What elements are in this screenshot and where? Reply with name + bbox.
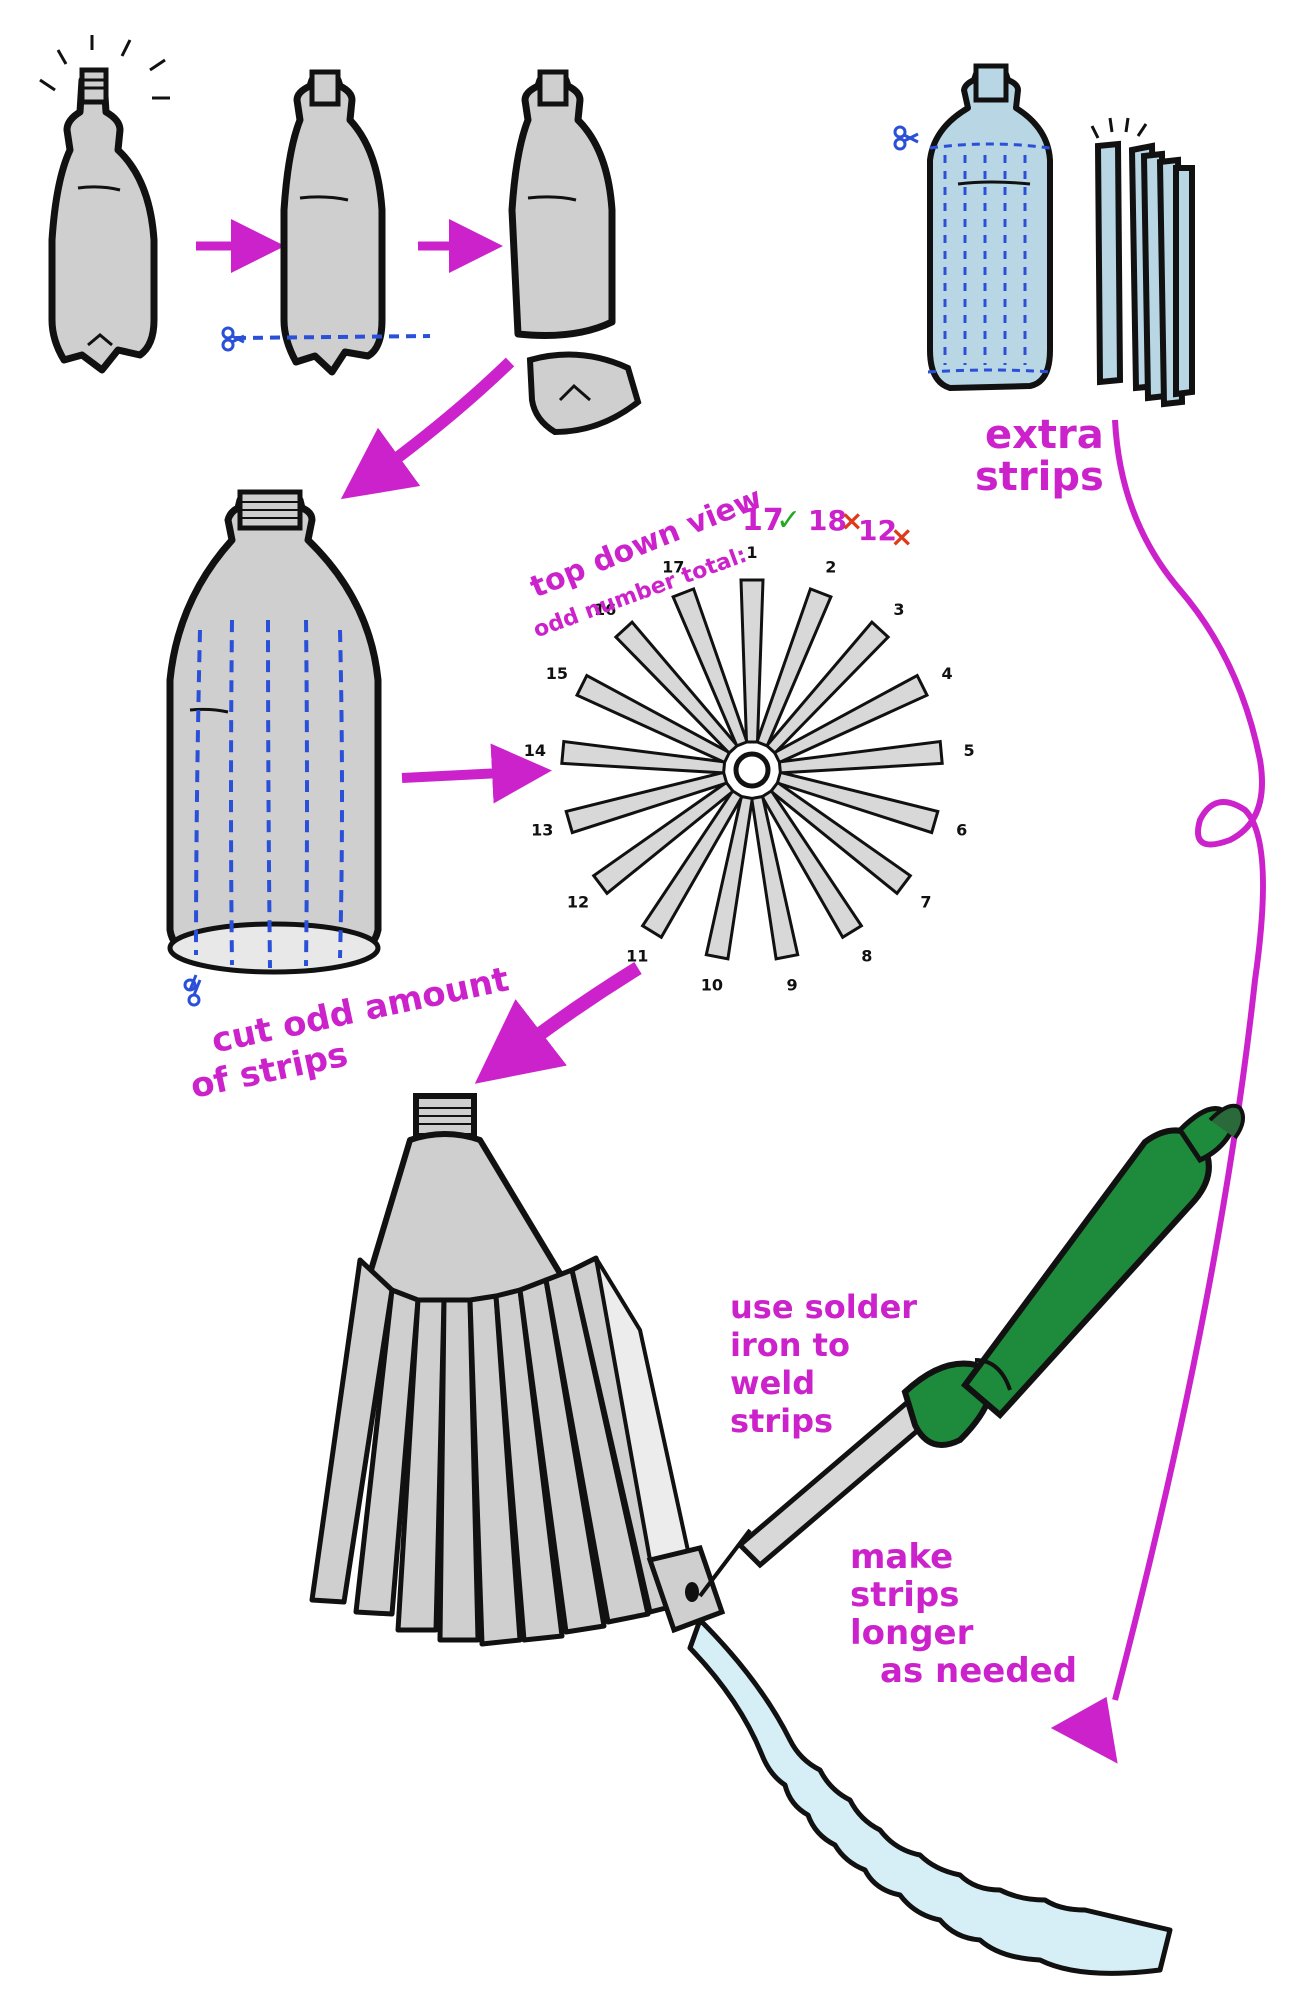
strip-6 <box>775 770 940 835</box>
strip-11 <box>640 788 744 940</box>
strip-17 <box>671 586 749 748</box>
bottle-neck-hole <box>733 751 771 789</box>
scissors-icon <box>221 326 245 352</box>
strip-number-3: 3 <box>893 600 904 619</box>
strip-number-13: 13 <box>531 821 553 840</box>
solder-label-4: strips <box>730 1402 833 1440</box>
arrow-down-left-1 <box>340 357 515 500</box>
strip-16 <box>613 620 740 756</box>
big-bottle <box>166 489 382 1007</box>
solder-label-2: iron to <box>730 1326 850 1364</box>
strip-cut-lines <box>194 619 344 969</box>
choice-bad-1: 18 <box>808 504 847 537</box>
strip-number-4: 4 <box>942 664 953 683</box>
choice-good: 17 <box>742 503 784 538</box>
strip-number-2: 2 <box>825 558 836 577</box>
check-icon: ✓ <box>776 503 801 538</box>
welded-strip <box>646 1545 1173 1976</box>
strip-8 <box>760 788 864 940</box>
longer-label-3: longer <box>850 1613 974 1653</box>
bottle-step-1 <box>39 35 170 374</box>
strip-number-11: 11 <box>626 946 648 965</box>
extra-strips <box>1090 117 1195 408</box>
strip-number-1: 1 <box>746 543 757 562</box>
scissors-icon <box>893 125 919 151</box>
arrow-connector <box>1112 419 1266 1701</box>
strip-number-7: 7 <box>920 892 931 911</box>
strip-number-6: 6 <box>956 821 967 840</box>
strip-2 <box>755 586 833 748</box>
strip-4 <box>772 673 930 765</box>
clear-bottle <box>893 63 1053 391</box>
strip-15 <box>574 673 732 765</box>
strip-10 <box>704 794 755 961</box>
strip-1 <box>739 578 765 744</box>
bottle-step-3 <box>508 69 642 436</box>
strip-13 <box>564 770 729 835</box>
choice-bad-2: 12 <box>858 514 897 547</box>
strip-number-14: 14 <box>524 741 546 760</box>
strip-3 <box>764 620 891 756</box>
cut-label-1: cut odd amount <box>208 959 512 1061</box>
cut-line <box>235 334 431 340</box>
solder-label-1: use solder <box>730 1288 917 1326</box>
sparkle-lines <box>39 35 170 100</box>
strip-7 <box>768 780 913 896</box>
solder-label-3: weld <box>730 1364 815 1402</box>
strip-9 <box>749 794 800 961</box>
strip-number-15: 15 <box>546 664 568 683</box>
finished-bottle <box>309 1093 693 1647</box>
strip-number-16: 16 <box>594 600 616 619</box>
strip-number-5: 5 <box>964 741 975 760</box>
solder-iron <box>698 1103 1246 1598</box>
strip-number-17: 17 <box>662 558 684 577</box>
strip-number-10: 10 <box>701 975 723 994</box>
longer-label-2: strips <box>850 1575 960 1615</box>
arrow-connector-head <box>1050 1696 1118 1764</box>
extra-strips-label-1: extra <box>985 412 1104 458</box>
cross-icon-2: × <box>890 520 913 553</box>
strip-12 <box>591 780 736 896</box>
strip-14 <box>560 739 727 775</box>
strip-number-12: 12 <box>567 892 589 911</box>
longer-label-1: make <box>850 1537 953 1577</box>
bottle-step-2 <box>221 69 431 376</box>
scissors-icon <box>183 974 202 1007</box>
strip-number-9: 9 <box>787 975 798 994</box>
longer-label-4: as needed <box>880 1651 1077 1691</box>
arrow-down-left-2 <box>474 962 642 1084</box>
arrow-3 <box>401 743 552 804</box>
strip-number-8: 8 <box>861 946 872 965</box>
cross-icon: × <box>840 504 863 537</box>
strip-5 <box>777 739 944 775</box>
extra-strips-label-2: strips <box>975 454 1104 500</box>
